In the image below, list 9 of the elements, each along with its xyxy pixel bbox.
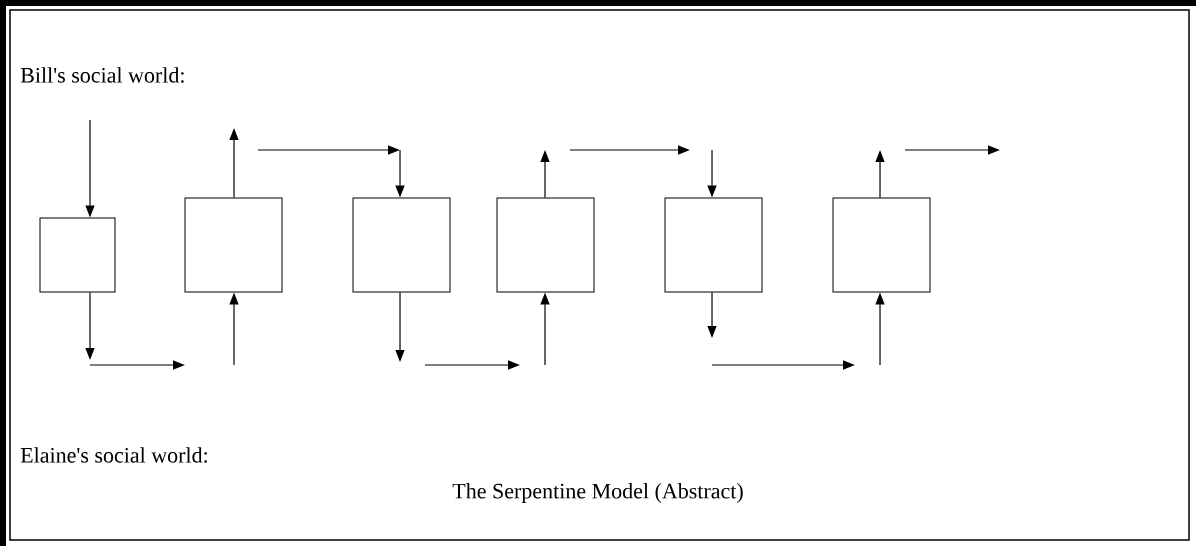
empty-box <box>184 197 283 293</box>
empty-box <box>832 197 931 293</box>
empty-box <box>664 197 763 293</box>
empty-box <box>39 217 116 293</box>
world-label: Elaine's social world: <box>20 447 207 463</box>
caption: The Serpentine Model (Abstract) <box>452 483 743 503</box>
empty-box <box>496 197 595 293</box>
world-label: Bill's social world: <box>20 67 184 83</box>
empty-box <box>352 197 451 293</box>
